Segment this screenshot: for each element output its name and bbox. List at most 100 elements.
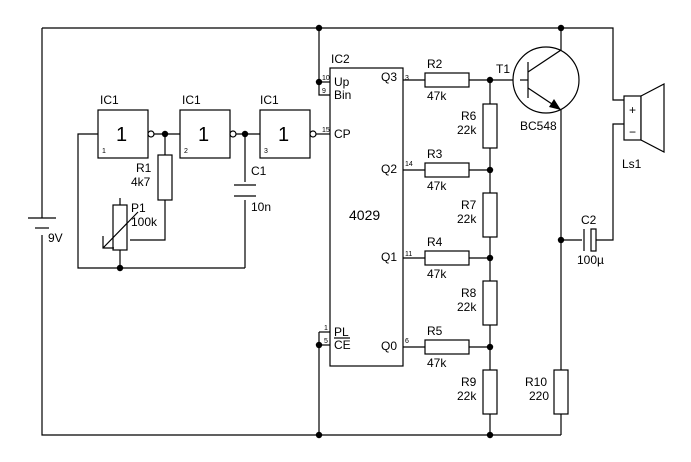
r9-ref: R9 <box>461 375 477 389</box>
pin-number: 1 <box>324 325 328 332</box>
junction-dot <box>486 343 494 351</box>
t1-ref: T1 <box>496 62 510 76</box>
pin-number: 11 <box>405 251 412 258</box>
inverter-symbol: 1 <box>116 124 127 146</box>
inverter-pin: 3 <box>264 148 268 155</box>
r8-value: 22k <box>457 300 477 314</box>
junction-dot <box>486 431 494 439</box>
r3-value: 47k <box>427 179 447 193</box>
inverter-label: IC1 <box>182 93 201 107</box>
pin-number: 14 <box>405 161 413 168</box>
r7-value: 22k <box>457 212 477 226</box>
pin-name: Q2 <box>381 162 397 176</box>
c2-value: 100µ <box>577 253 604 267</box>
r4-ref: R4 <box>427 235 443 249</box>
pin-name: Q0 <box>381 339 397 353</box>
junction-dot <box>557 236 565 244</box>
junction-dot <box>315 431 323 439</box>
pin-number: 3 <box>405 75 409 82</box>
ic2-counter: IC2 4029 10 9 15 1 5 Up Bin CP PL CE Q3 … <box>322 52 413 367</box>
r1-ref: R1 <box>136 161 152 175</box>
pin-name: Q1 <box>381 250 397 264</box>
resistor-r9: R9 22k <box>457 369 498 415</box>
r8-ref: R8 <box>461 286 477 300</box>
inverter-pin: 1 <box>102 148 106 155</box>
inverter-1: 1 IC1 1 <box>97 93 155 159</box>
emitter-arrow <box>549 99 561 110</box>
junction-dot <box>315 78 323 86</box>
inverter-label: IC1 <box>260 93 279 107</box>
r3-ref: R3 <box>427 147 443 161</box>
r4-value: 47k <box>427 267 447 281</box>
pin-number: 15 <box>322 127 330 134</box>
capacitor-c1: C1 10n <box>234 164 271 214</box>
inverter-pin: 2 <box>184 148 188 155</box>
c1-ref: C1 <box>251 164 267 178</box>
potentiometer-p1: P1 100k <box>102 201 158 251</box>
resistor-r4: R4 47k <box>424 235 470 281</box>
junction-dot <box>161 130 169 138</box>
pin-name: Bin <box>334 88 351 102</box>
p1-ref: P1 <box>131 201 146 215</box>
pin-number: 6 <box>405 338 409 345</box>
resistor-r1: R1 4k7 <box>131 154 173 201</box>
speaker-ls1: + − Ls1 <box>622 83 665 171</box>
transistor-t1: T1 BC548 <box>496 28 580 370</box>
junction-dot <box>486 76 494 84</box>
r5-value: 47k <box>427 356 447 370</box>
junction-dot <box>486 254 494 262</box>
junction-dot <box>315 341 323 349</box>
ic2-part-number: 4029 <box>349 207 380 223</box>
pin-name-inverted: CE <box>334 338 351 352</box>
ladder-wiring <box>403 79 520 435</box>
c2-ref: C2 <box>581 213 597 227</box>
r2-ref: R2 <box>427 57 443 71</box>
ic2-label: IC2 <box>331 52 350 66</box>
inverter-symbol: 1 <box>198 124 209 146</box>
p1-value: 100k <box>131 215 158 229</box>
inverter-label: IC1 <box>100 93 119 107</box>
resistor-r8: R8 22k <box>457 280 498 326</box>
resistor-r3: R3 47k <box>424 147 470 193</box>
r10-ref: R10 <box>525 375 547 389</box>
pin-name: Up <box>334 75 350 89</box>
junction-dot <box>557 24 565 32</box>
resistor-r7: R7 22k <box>457 192 498 238</box>
r9-value: 22k <box>457 389 477 403</box>
inverter-3: 1 IC1 3 <box>259 93 317 159</box>
pin-name: Q3 <box>381 70 397 84</box>
r5-ref: R5 <box>427 324 443 338</box>
battery-value: 9V <box>48 231 63 245</box>
r10-value: 220 <box>529 389 549 403</box>
junction-dot <box>315 24 323 32</box>
inverter-symbol: 1 <box>278 124 289 146</box>
junction-dot <box>241 130 249 138</box>
junction-dot <box>486 166 494 174</box>
resistor-r5: R5 47k <box>424 324 470 370</box>
r1-value: 4k7 <box>131 175 151 189</box>
r6-value: 22k <box>457 123 477 137</box>
r6-ref: R6 <box>461 109 477 123</box>
pin-name: CP <box>334 127 351 141</box>
junctions <box>116 24 565 439</box>
pin-name: PL <box>334 325 349 339</box>
resistor-r6: R6 22k <box>457 103 498 149</box>
ls1-ref: Ls1 <box>622 157 642 171</box>
speaker-minus: − <box>629 125 636 139</box>
battery: 9V <box>28 217 63 245</box>
speaker-plus: + <box>629 103 636 117</box>
pin-number: 5 <box>324 338 328 345</box>
r2-value: 47k <box>427 89 447 103</box>
t1-value: BC548 <box>520 119 557 133</box>
resistor-r10: R10 220 <box>525 369 569 435</box>
supply-wiring <box>41 27 624 436</box>
capacitor-c2: C2 100µ <box>561 123 624 267</box>
inverter-2: 1 IC1 2 <box>179 93 237 159</box>
pin-number: 10 <box>322 75 330 82</box>
r7-ref: R7 <box>461 198 477 212</box>
pin-number: 9 <box>322 88 326 95</box>
resistor-r2: R2 47k <box>424 57 470 103</box>
c1-value: 10n <box>251 200 271 214</box>
junction-dot <box>116 264 124 272</box>
